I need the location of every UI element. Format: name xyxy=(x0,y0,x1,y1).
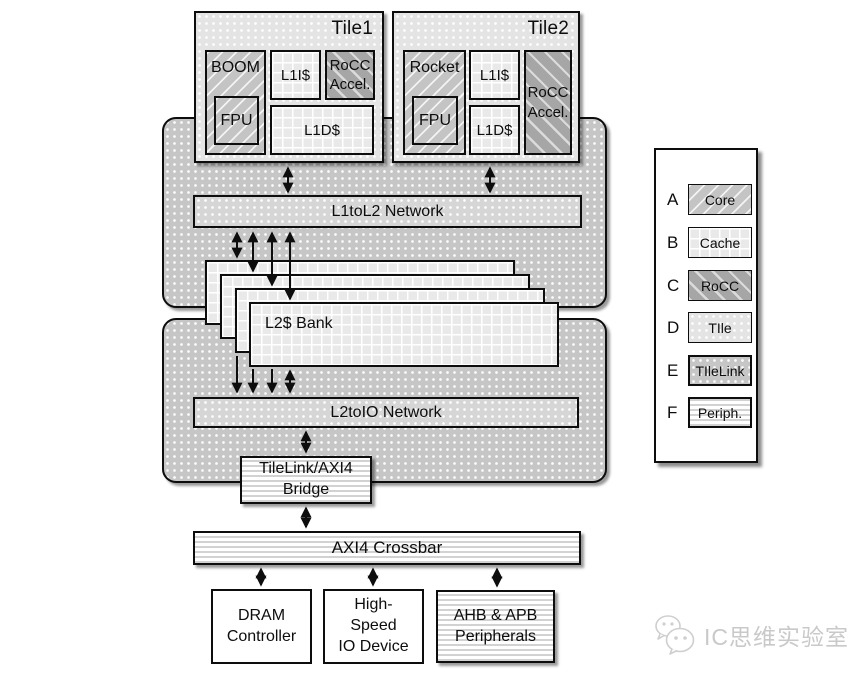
tile2-l1i-label: L1I$ xyxy=(479,66,510,84)
l2toio-network-bar: L2toIO Network xyxy=(193,397,579,428)
tile2-core-label: Rocket xyxy=(409,59,460,76)
axi4-crossbar-bar: AXI4 Crossbar xyxy=(193,531,581,565)
crossbar-label: AXI4 Crossbar xyxy=(331,538,443,557)
legend-item-periph: F Periph. xyxy=(656,397,760,428)
watermark: IC思维实验室 xyxy=(651,611,849,659)
legend-item-rocc: C RoCC xyxy=(656,270,760,301)
legend-label-core: Core xyxy=(704,191,736,208)
l1tol2-network-bar: L1toL2 Network xyxy=(193,195,582,228)
legend-label-periph: Periph. xyxy=(697,404,743,421)
cache-pattern-swatch: Cache xyxy=(688,227,752,258)
legend-item-tile: D TIle xyxy=(656,312,760,343)
legend-key-c: C xyxy=(667,275,680,295)
tile1-l1i-cache-box: L1I$ xyxy=(270,50,321,100)
watermark-text: IC思维实验室 xyxy=(704,624,849,650)
periph-pattern-swatch: Periph. xyxy=(688,397,752,428)
wechat-icon xyxy=(655,615,695,655)
l2toio-network-label: L2toIO Network xyxy=(330,403,442,421)
tile1-l1d-label: L1D$ xyxy=(304,121,340,139)
tile2-l1d-label: L1D$ xyxy=(476,121,513,139)
tile2-l1i-cache-box: L1I$ xyxy=(469,50,520,100)
l2-bank-label: L2$ Bank xyxy=(265,315,333,332)
tile2-fpu-label: FPU xyxy=(419,111,451,129)
tile1-l1d-cache-box: L1D$ xyxy=(270,105,374,155)
legend-key-b: B xyxy=(667,232,679,252)
tile1-core-label: BOOM xyxy=(211,59,260,76)
tile1-fpu-label: FPU xyxy=(220,111,253,129)
legend-item-core: A Core xyxy=(656,184,760,215)
legend-label-tile: TIle xyxy=(708,319,732,336)
l2-bank-1: L2$ Bank xyxy=(249,302,559,367)
tile2-name: Tile2 xyxy=(527,18,569,39)
legend-item-tilelink: E TIleLink xyxy=(656,355,760,386)
tile1-l1i-label: L1I$ xyxy=(280,66,311,84)
tilelink-pattern-swatch: TIleLink xyxy=(688,355,752,386)
core-pattern-swatch: Core xyxy=(688,184,752,215)
legend-label-tilelink: TIleLink xyxy=(695,362,745,379)
legend-item-cache: B Cache xyxy=(656,227,760,258)
rocc-pattern-swatch: RoCC xyxy=(688,270,752,301)
legend-label-cache: Cache xyxy=(699,234,741,251)
legend-label-rocc: RoCC xyxy=(700,277,740,294)
legend-key-f: F xyxy=(667,402,678,422)
legend-key-e: E xyxy=(667,360,679,380)
legend-key-a: A xyxy=(667,189,679,209)
tile1-name: Tile1 xyxy=(331,18,373,39)
legend-key-d: D xyxy=(667,317,680,337)
tile2-l1d-cache-box: L1D$ xyxy=(469,105,520,155)
tile-pattern-swatch: TIle xyxy=(688,312,752,343)
tile2-fpu-box: FPU xyxy=(412,96,458,145)
tile1-fpu-box: FPU xyxy=(214,96,259,145)
l1tol2-network-label: L1toL2 Network xyxy=(331,202,444,220)
legend-panel: A Core B Cache C RoCC D TIle E TIleLink … xyxy=(654,148,758,463)
